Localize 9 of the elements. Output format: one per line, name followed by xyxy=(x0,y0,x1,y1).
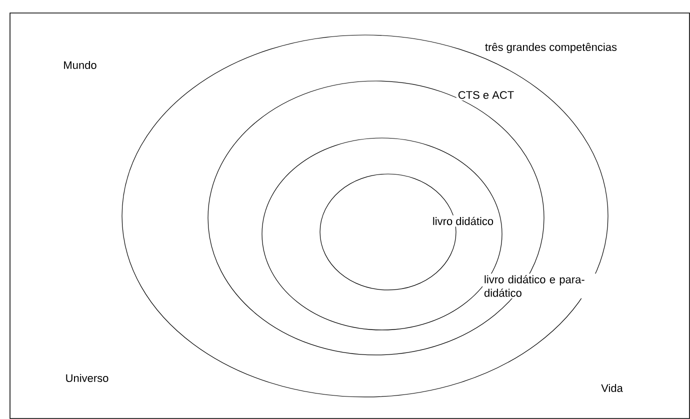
ring-label: livro didático e para-didático xyxy=(482,274,598,298)
corner-label: Universo xyxy=(66,374,108,382)
spiral-ring xyxy=(320,174,456,290)
ring-label: CTS e ACT xyxy=(456,90,516,100)
ring-label: livro didático xyxy=(430,215,496,227)
ring-label: três grandes competências xyxy=(483,41,619,55)
spiral-ring xyxy=(208,80,544,356)
corner-label: Vida xyxy=(601,384,623,392)
corner-label: Mundo xyxy=(64,60,96,70)
